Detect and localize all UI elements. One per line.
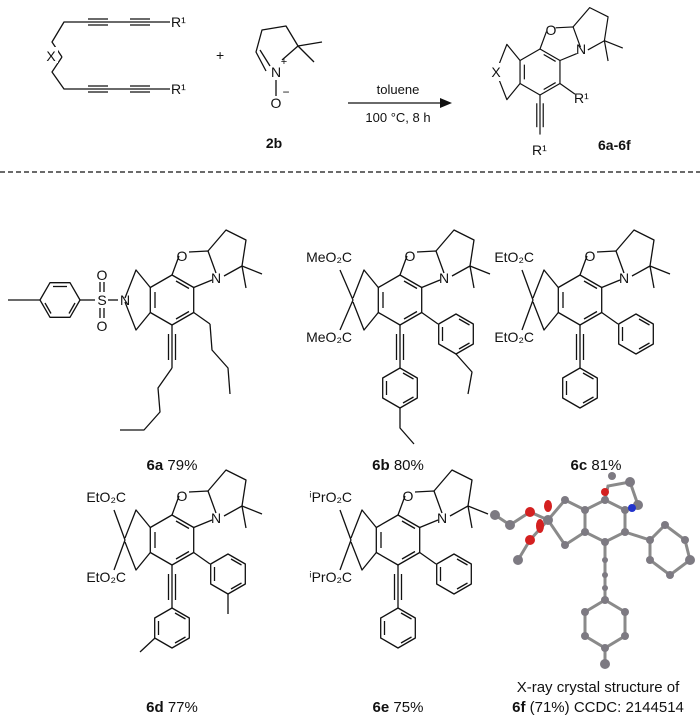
oxygen-label: O (546, 22, 557, 38)
negative-charge: − (282, 85, 289, 99)
compound-label: 6c 81% (571, 457, 622, 474)
oxygen-label: O (97, 318, 108, 334)
conditions-temp-time: 100 °C, 8 h (365, 110, 430, 125)
plus-sign: + (216, 47, 224, 63)
ester-label: EtO₂C (86, 489, 126, 505)
ester-label: EtO₂C (86, 569, 126, 585)
ester-label: EtO₂C (494, 249, 534, 265)
ester-label: ⁱPrO₂C (309, 569, 352, 585)
compound-label: 6b 80% (372, 457, 424, 474)
reaction-arrow: toluene 100 °C, 8 h (348, 82, 452, 125)
nitrogen-label: N (437, 510, 447, 526)
ester-label: ⁱPrO₂C (309, 489, 352, 505)
oxygen-label: O (403, 488, 414, 504)
reagent-name: 2b (266, 135, 282, 151)
nitrone-n-label: N (271, 64, 281, 80)
reactant-diyne: X R¹ R¹ (44, 14, 186, 97)
ester-label: MeO₂C (306, 249, 352, 265)
product-range-name: 6a-6f (598, 137, 631, 153)
oxygen-label: O (97, 267, 108, 283)
oxygen-label: O (405, 248, 416, 264)
compound-label: 6d 77% (146, 699, 198, 716)
r1-label: R¹ (171, 14, 186, 30)
nitrogen-label: N (211, 510, 221, 526)
nitrogen-label: N (439, 270, 449, 286)
oxygen-label: O (177, 248, 188, 264)
xray-caption-line1: X-ray crystal structure of (517, 679, 680, 696)
nitrogen-label: N (120, 292, 130, 308)
xray-crystal-structure-image: X-ray crystal structure of 6f (71%) CCDC… (490, 472, 695, 716)
x-label: X (46, 48, 56, 64)
oxygen-label: O (585, 248, 596, 264)
nitrone-o-label: O (271, 95, 282, 111)
xray-caption-line2: 6f (71%) CCDC: 2144514 (512, 699, 684, 716)
sulfur-label: S (97, 292, 106, 308)
nitrogen-label: N (211, 270, 221, 286)
compound-6a: O N N S O O 6a 79% (8, 229, 263, 474)
r1-label: R¹ (532, 142, 547, 158)
reagent-nitrone-2b: N + O − 2b (255, 25, 323, 151)
product-general-structure: X O N R¹ R¹ 6a-6f (490, 7, 631, 158)
oxygen-label: O (177, 488, 188, 504)
ester-label: EtO₂C (494, 329, 534, 345)
compound-label: 6e 75% (373, 699, 424, 716)
x-label: X (491, 64, 501, 80)
nitrogen-label: N (619, 270, 629, 286)
compound-6e: O N ⁱPrO₂C ⁱPrO₂C 6e 75% (309, 469, 489, 716)
r1-label: R¹ (171, 81, 186, 97)
conditions-solvent: toluene (377, 82, 420, 97)
r1-label: R¹ (574, 90, 589, 106)
ester-label: MeO₂C (306, 329, 352, 345)
compound-6c: O N EtO₂C EtO₂C 6c 81% (494, 229, 671, 474)
compound-6d: O N EtO₂C EtO₂C 6d 77% (86, 469, 263, 716)
nitrogen-label: N (576, 41, 586, 57)
positive-charge: + (281, 56, 287, 68)
compound-6b: O N MeO₂C MeO₂C 6b 80% (306, 229, 491, 474)
compound-label: 6a 79% (147, 457, 198, 474)
